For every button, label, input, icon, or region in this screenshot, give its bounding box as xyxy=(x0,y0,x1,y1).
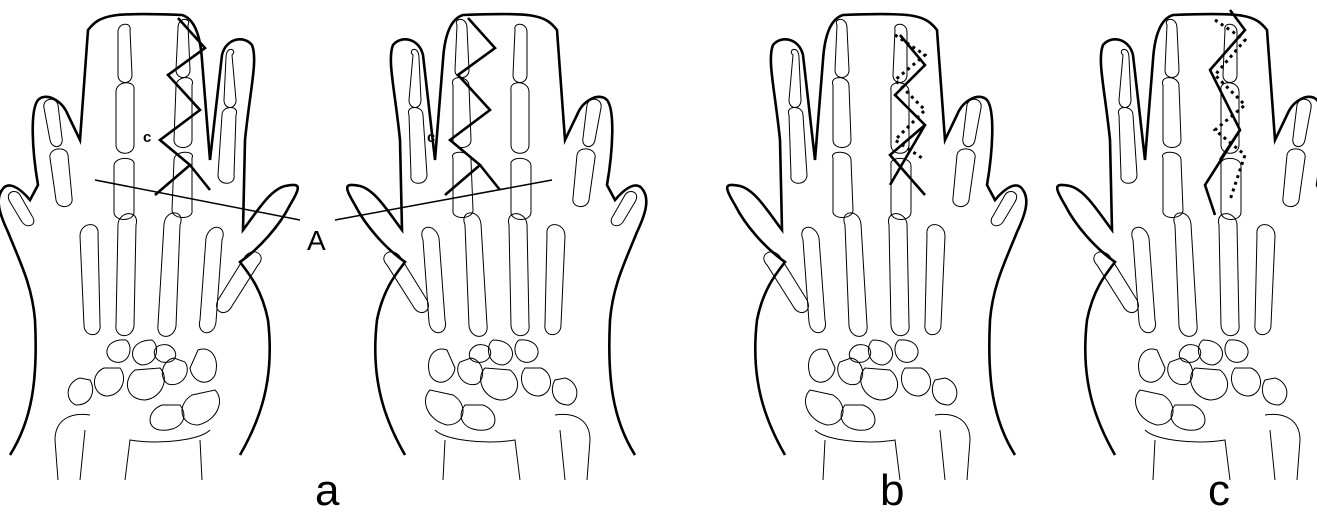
zigzag-incision-b-dotted xyxy=(895,35,925,160)
annotation-A: A xyxy=(307,225,326,256)
hand-a-left xyxy=(0,14,298,480)
annotation-c-right: c xyxy=(427,129,435,146)
hand-a-right xyxy=(347,14,646,480)
hand-c xyxy=(1057,14,1317,480)
panel-label-b: b xyxy=(880,466,904,515)
zigzag-incision-a-left xyxy=(155,18,210,195)
hand-b xyxy=(727,14,1026,480)
panel-label-a: a xyxy=(315,466,340,515)
panel-label-c: c xyxy=(1208,466,1230,515)
annotation-c-left: c xyxy=(143,129,151,146)
